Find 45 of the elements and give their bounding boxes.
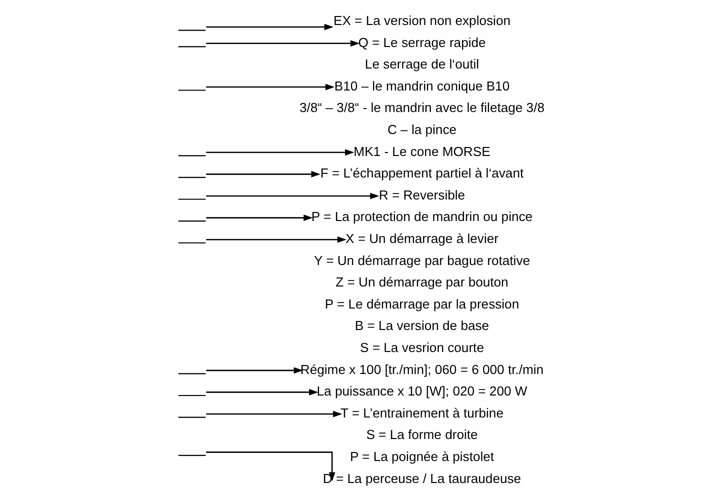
node-text: P = La protection de mandrin ou pince — [311, 209, 533, 224]
node-bar — [178, 242, 206, 244]
label: B = La version de base — [354, 318, 490, 334]
node-bar — [178, 46, 206, 48]
label: C – la pince — [387, 122, 457, 137]
arrow — [206, 410, 342, 418]
node-text: Q = Le serrage rapide — [358, 34, 486, 50]
arrow — [206, 214, 313, 221]
label: Z = Un démarrage par bouton — [336, 274, 508, 290]
node-bar — [178, 198, 206, 200]
node-text: Régime x 100 [tr./min]; 060 = 6 000 tr./min — [300, 362, 544, 377]
arrow — [206, 452, 336, 482]
arrow — [206, 40, 360, 47]
node-bar — [178, 394, 206, 396]
node-text: EX = La version non explosion — [333, 12, 511, 28]
node-bar — [178, 416, 206, 418]
label: Le serrage de l‘outil — [364, 56, 480, 72]
label: S = La vesrion courte — [360, 340, 484, 355]
arrow — [206, 149, 354, 156]
node-bar — [178, 90, 206, 91]
label: 3/8“ – 3/8“ - le mandrin avec le filetage 3/8 — [300, 100, 544, 116]
arrow — [206, 236, 347, 243]
arrow — [206, 389, 318, 396]
label: P = La poignée à pistolet — [350, 449, 494, 464]
node-text: MK1 - Le cone MORSE — [354, 144, 490, 159]
node-text: X = Un démarrage à levier — [345, 230, 499, 246]
node-text: T = L’entrainement à turbine — [340, 405, 504, 420]
label: S = La forme droite — [366, 427, 478, 442]
arrow — [206, 192, 380, 200]
node-text: F = L’échappement partiel à l‘avant — [320, 166, 524, 181]
node-bar — [178, 220, 206, 222]
node-bar — [178, 373, 206, 374]
node-bar — [178, 155, 206, 156]
arrow — [206, 367, 303, 374]
label: Y = Un démarrage par bague rotative — [314, 252, 530, 268]
arrow — [206, 24, 334, 30]
node-bar — [178, 176, 206, 178]
node-text: R = Reversible — [378, 187, 466, 202]
node-text: La puissance x 10 [W]; 020 = 200 W — [316, 384, 528, 399]
node-text: B10 – le mandrin conique B10 — [334, 78, 510, 94]
arrow — [206, 170, 320, 178]
node-bar — [178, 30, 206, 31]
label: P = Le démarrage par la pression — [324, 296, 520, 312]
arrow — [206, 84, 335, 90]
node-bar — [178, 454, 206, 456]
